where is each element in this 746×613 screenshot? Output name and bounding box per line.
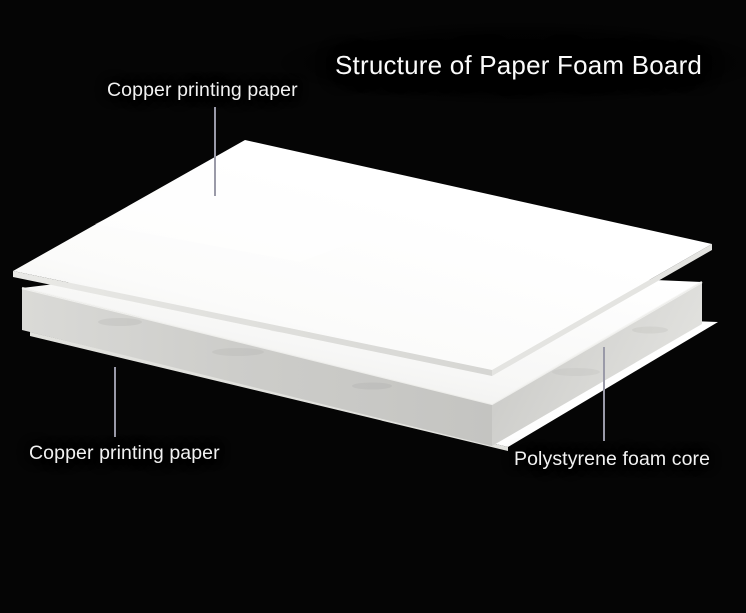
top-sheet-sheen — [95, 150, 470, 262]
top-sheet-top-face — [13, 140, 712, 370]
foam-core-front-left-face — [22, 288, 492, 446]
label-foam-core: Polystyrene foam core — [514, 448, 711, 470]
foam-core-bevel-highlight — [21, 281, 703, 406]
top-sheet-front-edge — [13, 271, 492, 376]
top-sheet-right-edge — [492, 244, 712, 376]
foam-core-front-right-face — [492, 282, 702, 446]
label-bottom-sheet: Copper printing paper — [29, 442, 220, 464]
bottom-sheet-edge — [30, 332, 508, 451]
figure-title: Structure of Paper Foam Board — [335, 50, 703, 80]
label-top-sheet: Copper printing paper — [107, 79, 298, 101]
title-backdrop — [270, 21, 746, 105]
layer-top-sheet — [13, 140, 712, 376]
